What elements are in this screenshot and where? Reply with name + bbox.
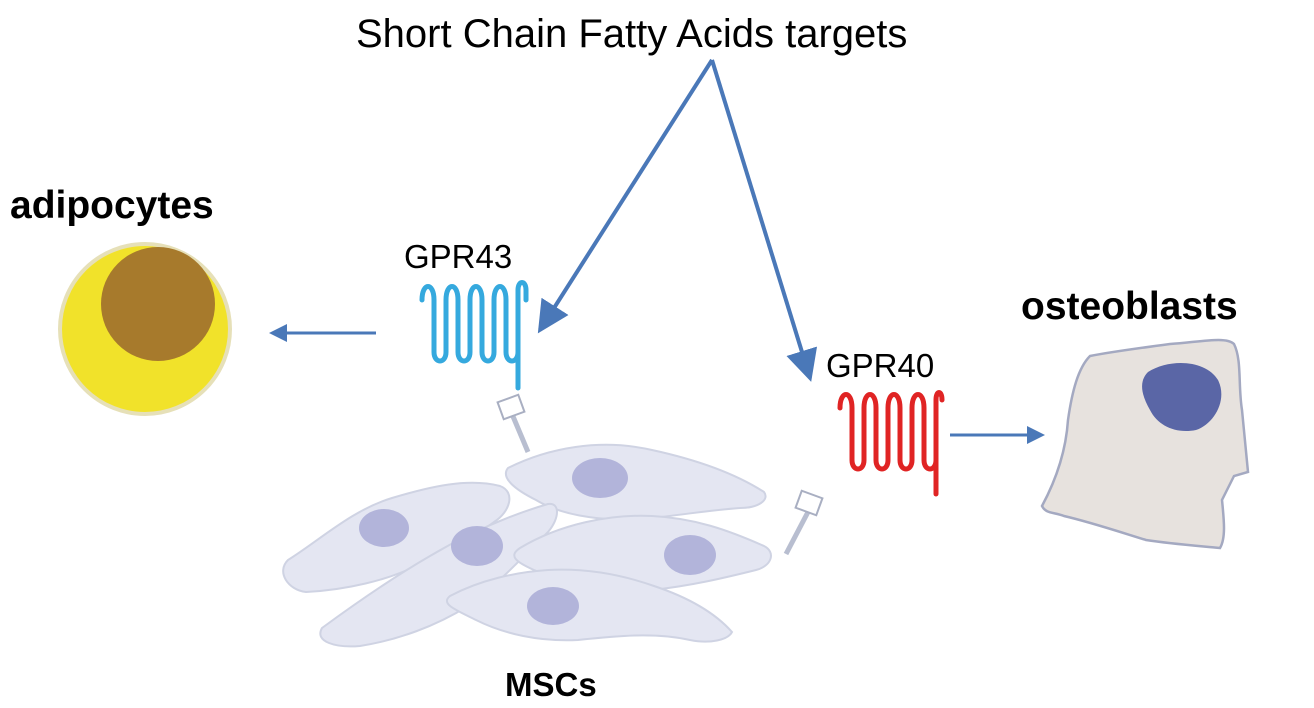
gpr40-receptor	[837, 390, 945, 497]
msc-nucleus	[572, 458, 628, 498]
osteoblasts-label: osteoblasts	[1021, 285, 1238, 328]
diagram-title: Short Chain Fatty Acids targets	[356, 12, 908, 56]
arrow-to-gpr40	[710, 59, 818, 382]
gpr43-receptor	[419, 280, 529, 391]
adipocytes-label: adipocytes	[10, 184, 214, 227]
adipocyte-cell	[58, 242, 232, 416]
osteoblast-cell	[1040, 338, 1250, 550]
msc-nucleus	[359, 509, 409, 547]
msc-nucleus	[451, 526, 503, 566]
gpr40-label: GPR40	[826, 347, 935, 384]
arrow-to-gpr43	[537, 58, 714, 334]
msc-nucleus	[664, 535, 716, 575]
msc-cells	[282, 443, 772, 648]
osteoblast-nucleus	[1142, 362, 1222, 432]
msc-cell	[446, 568, 734, 643]
gpr43-label: GPR43	[404, 238, 513, 275]
msc-nucleus	[527, 587, 579, 625]
gpr40-linker	[783, 489, 824, 556]
mscs-label: MSCs	[505, 666, 597, 703]
gpr43-linker	[496, 393, 531, 453]
